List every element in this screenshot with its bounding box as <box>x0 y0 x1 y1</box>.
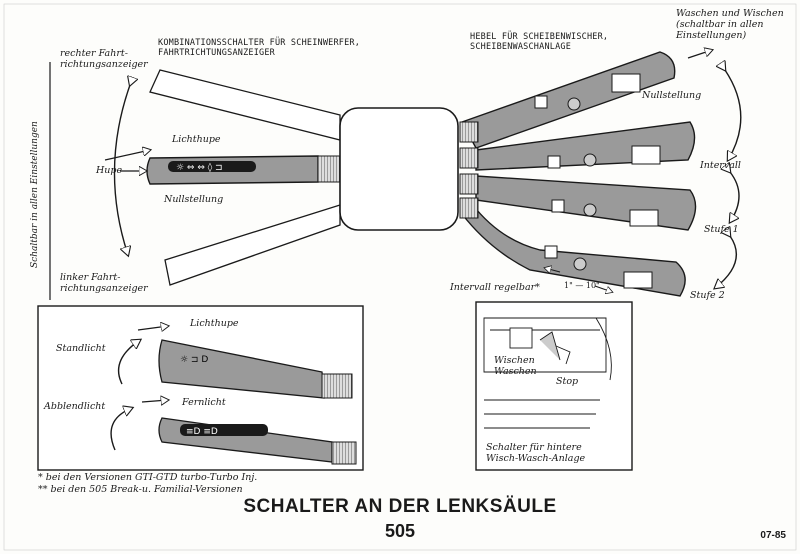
lichthupe-arrow <box>104 150 150 161</box>
stufe1-label: Stufe 1 <box>704 224 739 235</box>
model-number: 505 <box>384 521 416 541</box>
inset-abblendlicht-label: Abblendlicht <box>44 401 106 412</box>
ghost-lever-upper <box>149 69 341 141</box>
page-border <box>3 3 797 551</box>
wiper-arrow-2 <box>730 172 740 222</box>
inset-schalter-label: Schalter für hintere Wisch-Wasch-Anlage <box>486 442 586 464</box>
dashboard-sketch <box>483 317 612 429</box>
inset-arrow-2 <box>137 326 168 330</box>
inset-arrow-1 <box>117 340 140 385</box>
right-lever-2 <box>459 121 696 171</box>
nullstellung-left-label: Nullstellung <box>164 194 224 205</box>
hupe-label: Hupe <box>96 165 123 176</box>
interval-arrow-l <box>545 268 561 272</box>
rechter-label: rechter Fahrt- richtungsanzeiger <box>60 48 148 70</box>
intervall-regelbar-label: Intervall regelbar* <box>450 282 540 293</box>
inset-fernlicht-label: Fernlicht <box>182 397 226 408</box>
lichthupe-label: Lichthupe <box>172 134 221 145</box>
ghost-lever-lower <box>164 204 341 286</box>
intervall-label: Intervall <box>700 160 741 171</box>
footnote-2: ** bei den 505 Break-u. Familial-Version… <box>38 484 243 495</box>
waschen-wischen-label: Waschen und Wischen (schaltbar in allen … <box>676 8 784 41</box>
inset-stop-label: Stop <box>556 376 579 387</box>
svg-text:≡D ≡D: ≡D ≡D <box>186 427 218 437</box>
left-lever: ☼ ⇔ ⇔ ◊ ⊐ <box>146 155 343 185</box>
interval-range-label: 1" — 10" <box>564 281 600 290</box>
inset-lichthupe-label: Lichthupe <box>190 318 239 329</box>
linker-label: linker Fahrt- richtungsanzeiger <box>60 272 148 294</box>
right-lever-3 <box>459 173 697 231</box>
inset-lever-lower: ≡D ≡D <box>158 417 357 465</box>
nullstellung-right-label: Nullstellung <box>642 90 702 101</box>
turn-signal-arrow <box>113 85 130 255</box>
inset-wischen-waschen-label: Wischen Waschen <box>494 355 537 377</box>
hebel-label: HEBEL FÜR SCHEIBENWISCHER, SCHEIBENWASCH… <box>470 32 609 52</box>
svg-text:☼ ⊐ D: ☼ ⊐ D <box>180 355 208 365</box>
page-title: SCHALTER AN DER LENKSÄULE <box>243 496 557 517</box>
schaltbar-vertical-label: Schaltbar in allen Einstellungen <box>30 121 40 268</box>
inset-arrow-4 <box>141 400 168 402</box>
inset-lever-upper: ☼ ⊐ D <box>158 339 353 399</box>
stufe2-label: Stufe 2 <box>690 290 725 301</box>
wiper-arrow-1 <box>725 70 742 160</box>
interval-arrow-r <box>594 285 612 292</box>
inset-arrow-3 <box>110 408 132 451</box>
footnote-1: * bei den Versionen GTI-GTD turbo-Turbo … <box>38 472 258 483</box>
inset-standlicht-label: Standlicht <box>56 343 106 354</box>
right-lever-4 <box>459 197 686 297</box>
steering-hub <box>339 107 459 231</box>
kombi-label: KOMBINATIONSSCHALTER FÜR SCHEINWERFER, F… <box>158 38 361 58</box>
svg-text:☼ ⇔ ⇔ ◊ ⊐: ☼ ⇔ ⇔ ◊ ⊐ <box>176 162 223 173</box>
page-code: 07-85 <box>760 530 786 541</box>
wiper-arrow-3 <box>715 236 738 288</box>
right-lever-1 <box>459 51 676 149</box>
wash-arrow <box>687 50 712 59</box>
